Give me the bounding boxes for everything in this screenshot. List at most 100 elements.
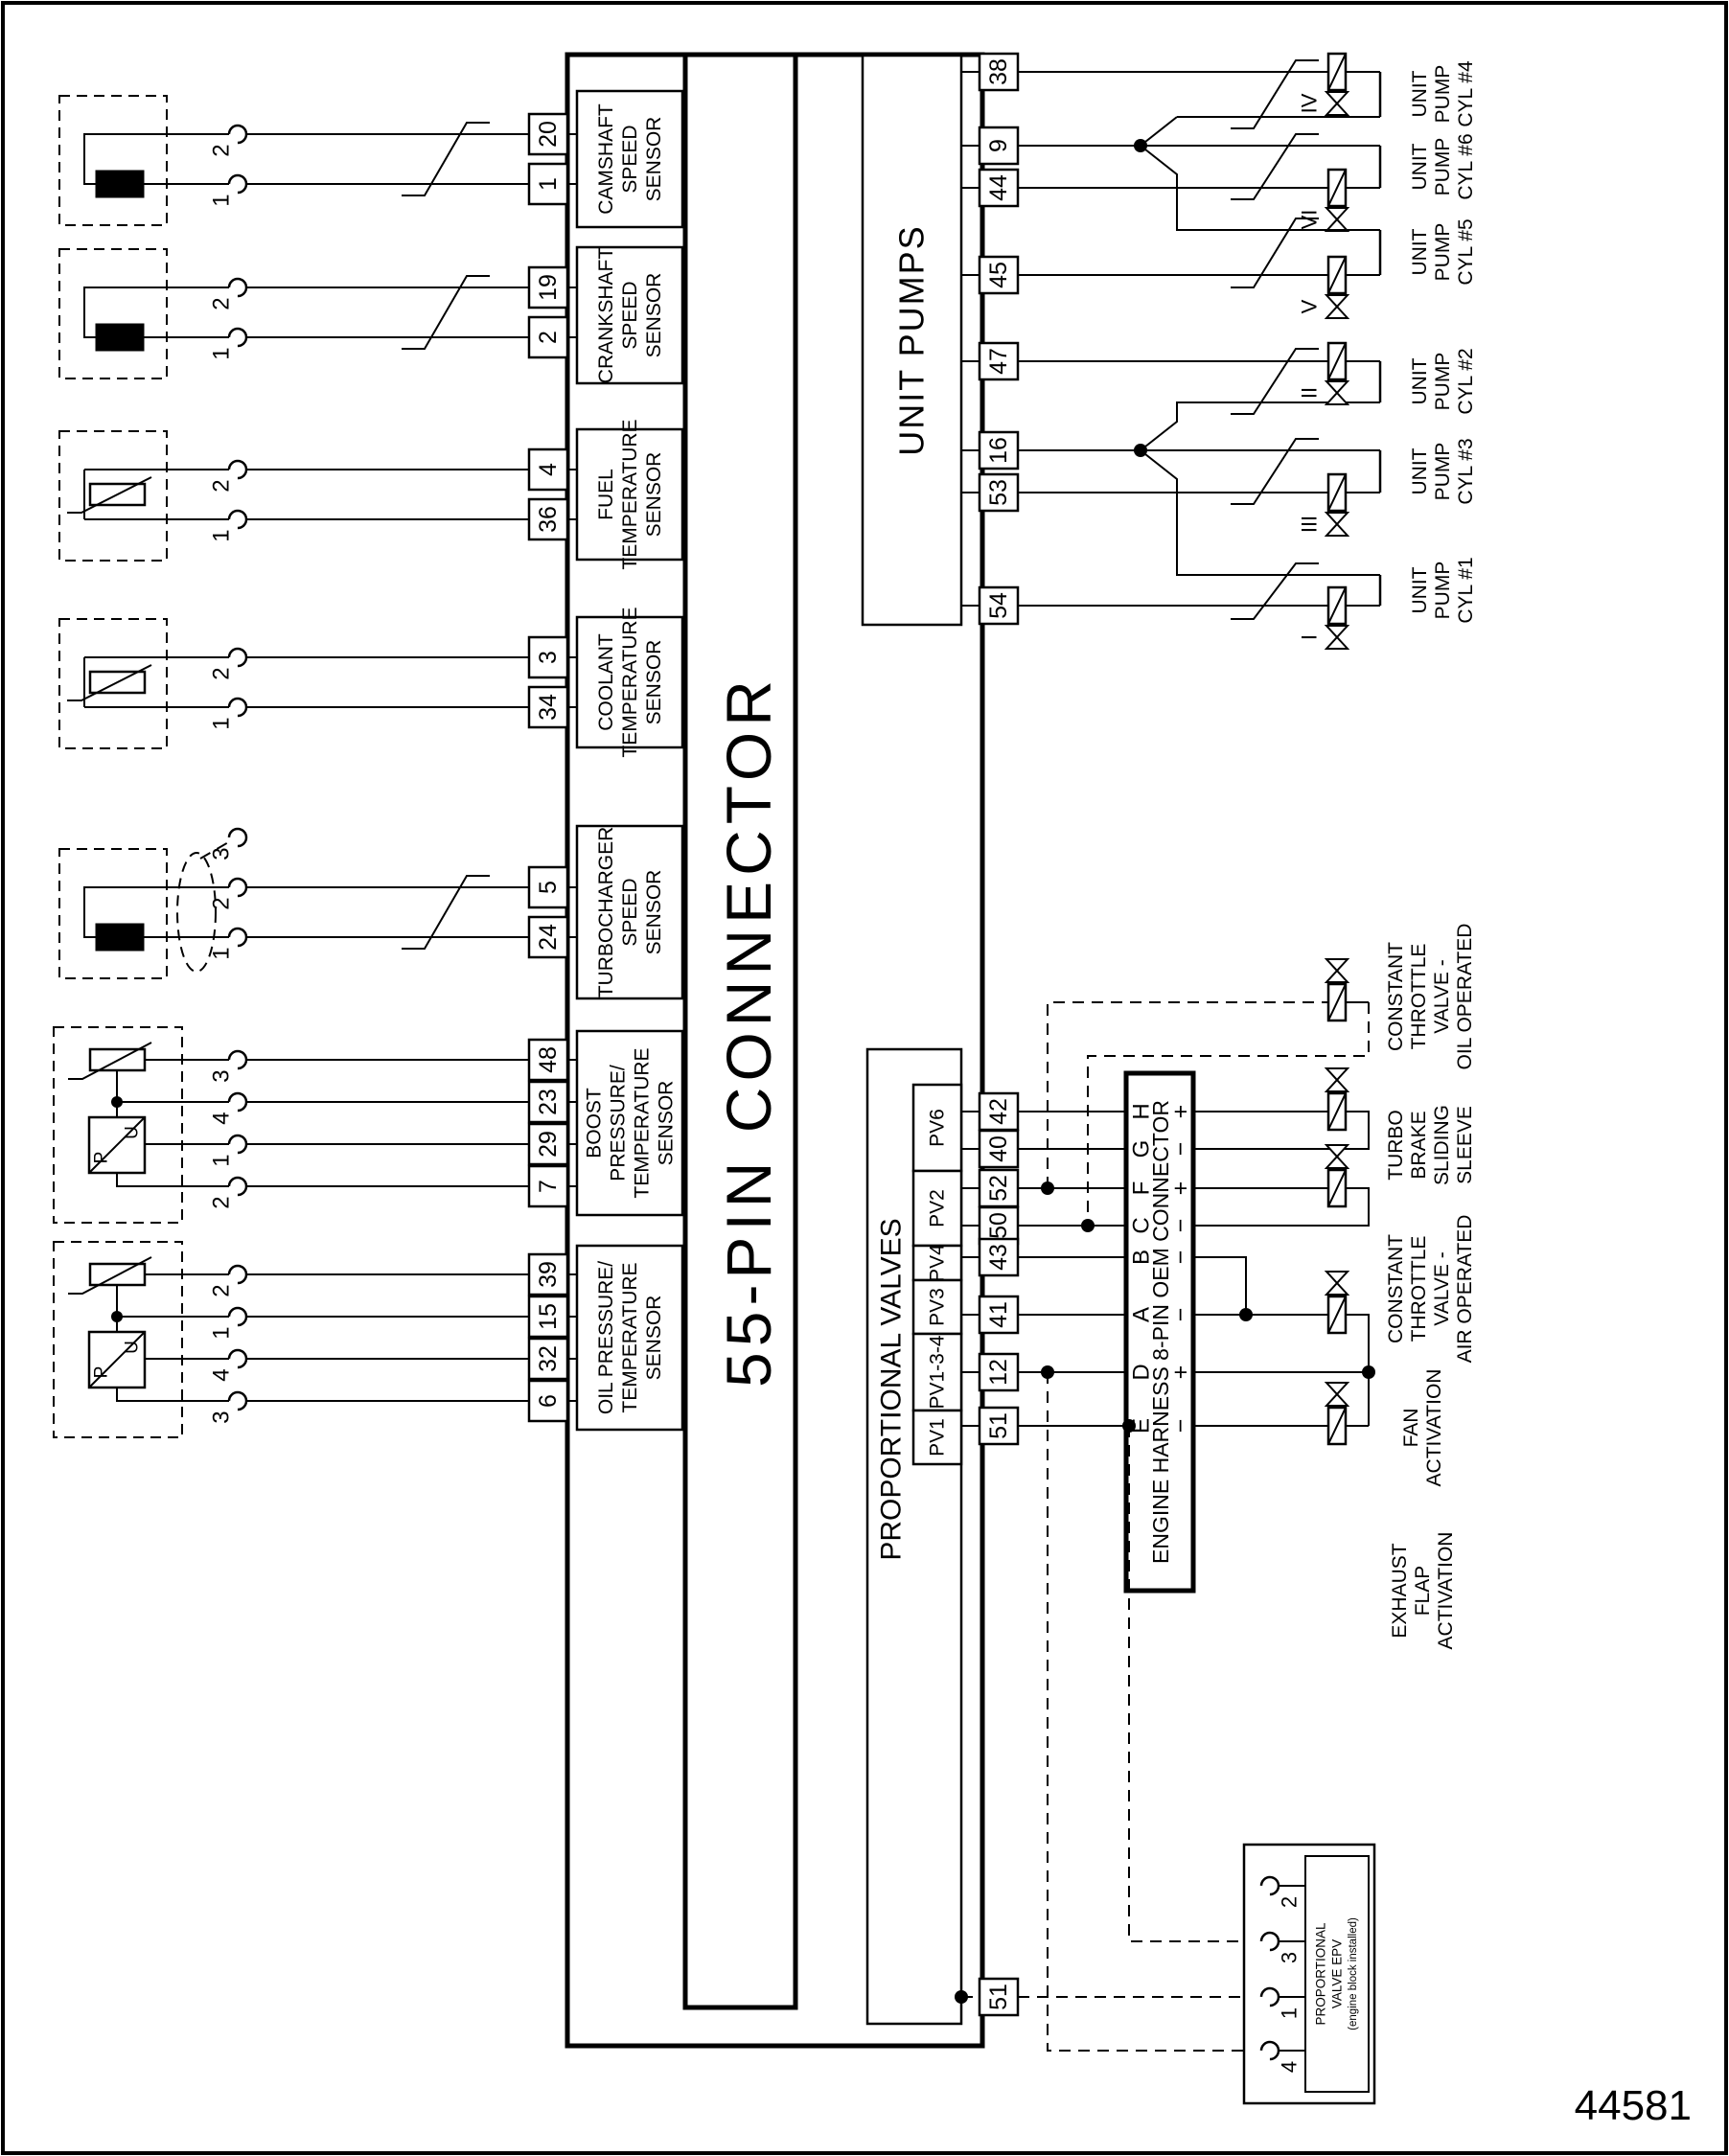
wire-number: 1	[209, 529, 235, 541]
oem-pin-letter: C	[1129, 1217, 1155, 1233]
oem-pin-sign: −	[1167, 1219, 1194, 1233]
pin-12: 12	[961, 1352, 1126, 1392]
unit-pumps-title: UNIT PUMPS	[892, 224, 932, 455]
svg-text:52: 52	[985, 1175, 1012, 1202]
twisted-pair-mark	[402, 275, 490, 350]
unit-pump-label: UNITPUMPCYL #3	[1409, 438, 1477, 504]
svg-text:3: 3	[535, 651, 562, 664]
contact-symbol	[227, 124, 248, 145]
wire-number: 2	[209, 897, 235, 909]
pin-50: 50	[961, 1205, 1126, 1246]
wire-number: 4	[209, 1112, 235, 1124]
boost-pressure-temp-sensor: P U 3 4 1 2	[53, 1026, 248, 1224]
svg-text:47: 47	[985, 348, 1012, 375]
pin-3: 3	[246, 635, 577, 679]
epv-contact-number: 4	[1278, 2061, 1302, 2073]
unit-pumps-box: UNIT PUMPS	[861, 54, 963, 627]
wire-number: 2	[209, 297, 235, 310]
valve-icon	[1324, 1382, 1350, 1407]
fuel-sensor-label: FUELTEMPERATURESENSOR	[595, 419, 665, 569]
pin-41: 41	[961, 1295, 1126, 1335]
oem-pin-letter: B	[1129, 1250, 1155, 1265]
svg-text:9: 9	[985, 139, 1012, 152]
pressure-transducer-symbol: P U	[87, 1330, 147, 1389]
svg-text:15: 15	[535, 1303, 562, 1330]
valve-roman: I	[1298, 634, 1322, 640]
svg-text:2: 2	[535, 331, 562, 344]
wire-number: 3	[209, 1411, 235, 1423]
valve-label: TURBOBRAKESLIDINGSLEEVE	[1385, 1105, 1476, 1185]
pin-38: 38	[961, 52, 1020, 92]
pin-7: 7	[246, 1164, 577, 1208]
pin-45: 45	[961, 255, 1020, 295]
unit-pump-circuits: IV UNITPUMPCYL #4 VI UNITPUMPCYL #6 V UN…	[1018, 52, 1477, 650]
oem-pin-sign: +	[1167, 1105, 1194, 1119]
proportional-valves-title: PROPORTIONAL VALVES	[876, 1218, 908, 1560]
valve-icon	[1324, 207, 1350, 232]
valve-label: CONSTANTTHROTTLEVALVE -AIR OPERATED	[1385, 1215, 1476, 1364]
svg-text:U: U	[123, 1341, 143, 1354]
svg-text:44: 44	[985, 174, 1012, 201]
svg-text:U: U	[123, 1126, 143, 1139]
pin-40: 40	[961, 1129, 1126, 1169]
unit-pump-3: III UNITPUMPCYL #3	[1018, 438, 1477, 537]
valve-icon	[1324, 91, 1350, 116]
svg-text:29: 29	[535, 1131, 562, 1158]
unit-pump-4: IV UNITPUMPCYL #4	[1018, 52, 1477, 147]
pin-53: 53	[961, 472, 1020, 513]
oem-pin-sign: −	[1167, 1419, 1194, 1434]
wire-number: 1	[209, 1154, 235, 1166]
wire-number: 3	[209, 847, 235, 860]
pin-32: 32	[246, 1337, 577, 1381]
twisted-pair-mark	[1231, 59, 1319, 129]
unit-pump-label: UNITPUMPCYL #5	[1409, 218, 1477, 285]
valve-icon	[1324, 380, 1350, 405]
pin-4: 4	[246, 447, 577, 492]
oem-pin-letter: H	[1129, 1103, 1155, 1119]
svg-text:39: 39	[535, 1261, 562, 1288]
doc-number: 44581	[1575, 2082, 1692, 2129]
oem-pin-sign: −	[1167, 1308, 1194, 1322]
valve-icon	[1324, 625, 1350, 650]
oem-pin-sign: −	[1167, 1250, 1194, 1265]
fuel-temp-sensor: 2 1	[58, 430, 248, 562]
wire-number: 1	[209, 347, 235, 359]
wire-number: 2	[209, 1196, 235, 1208]
inductive-coil-symbol	[95, 170, 145, 198]
svg-text:1: 1	[535, 177, 562, 191]
epv-contact-number: 2	[1278, 1896, 1302, 1908]
pin-43: 43	[961, 1237, 1126, 1277]
valve-icon	[1324, 512, 1350, 537]
valve-icon	[1324, 1067, 1350, 1092]
svg-text:6: 6	[535, 1394, 562, 1408]
coolant-temp-sensor: 2 1	[58, 618, 248, 749]
svg-text:34: 34	[535, 694, 562, 721]
epv-inner-box	[1304, 1855, 1370, 2093]
pressure-transducer-symbol: P U	[87, 1115, 147, 1175]
valve-label: CONSTANTTHROTTLEVALVE -OIL OPERATED	[1385, 924, 1476, 1070]
pin-29: 29	[246, 1122, 577, 1166]
contact-symbol	[227, 173, 248, 195]
wire-number: 2	[209, 1284, 235, 1296]
pin-15: 15	[246, 1295, 577, 1339]
svg-text:16: 16	[985, 437, 1012, 464]
svg-text:20: 20	[535, 121, 562, 148]
svg-text:42: 42	[985, 1098, 1012, 1125]
valve-roman: II	[1298, 387, 1322, 399]
pv3-segment: PV3	[927, 1288, 949, 1326]
wire-number: 1	[209, 1326, 235, 1339]
unit-pump-5: V UNITPUMPCYL #5	[1018, 145, 1477, 319]
crankshaft-sensor-label: CRANKSHAFTSPEEDSENSOR	[595, 247, 665, 384]
unit-pump-1: I UNITPUMPCYL #1	[1018, 449, 1477, 650]
pin-54: 54	[961, 585, 1020, 626]
pin-6: 6	[246, 1379, 577, 1423]
valve-circuits: CONSTANTTHROTTLEVALVE -OIL OPERATED TURB…	[1047, 924, 1476, 1649]
oem-pin-letter: A	[1129, 1307, 1155, 1322]
svg-text:53: 53	[985, 479, 1012, 506]
sensor-name-boxes: CAMSHAFTSPEEDSENSOR CRANKSHAFTSPEEDSENSO…	[575, 89, 684, 1432]
twisted-pair-mark	[1231, 562, 1319, 620]
proportional-valves-box: PROPORTIONAL VALVES PV6 PV2 PV4 PV3 PV1-…	[865, 1047, 963, 2026]
